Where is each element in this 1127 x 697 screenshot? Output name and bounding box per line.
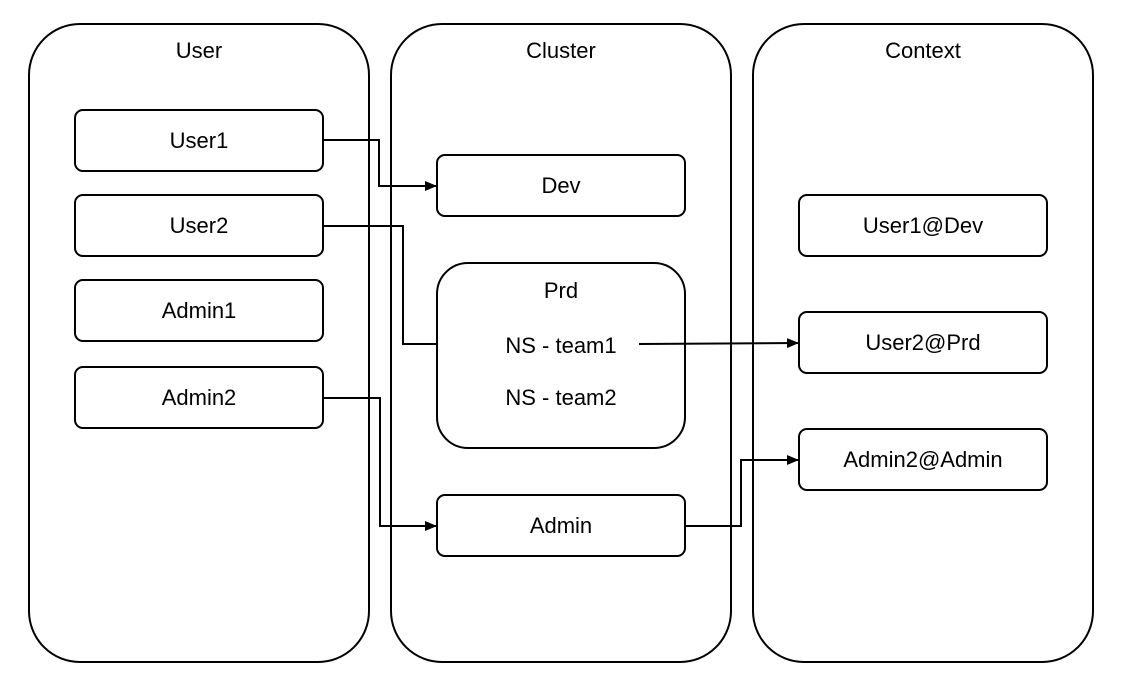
context-node-label: Admin2@Admin [843,446,1003,472]
cluster-node-dev[interactable]: Dev [436,154,686,217]
user-node-label: Admin2 [161,384,237,410]
cluster-node-label: Admin [529,512,593,538]
user-node-admin2[interactable]: Admin2 [74,366,324,429]
context-node-label: User2@Prd [865,329,981,355]
user-node-admin1[interactable]: Admin1 [74,279,324,342]
cluster-node-prd-title: Prd [543,278,579,303]
user-node-label: User2 [169,212,229,238]
cluster-node-label: Dev [541,172,581,198]
user-column-title: User [175,38,223,63]
context-column-title: Context [885,38,961,63]
context-node-user1-dev[interactable]: User1@Dev [798,194,1048,257]
context-node-user2-prd[interactable]: User2@Prd [798,311,1048,374]
namespace-team1[interactable]: NS - team1 [505,333,617,358]
user-node-label: User1 [169,127,229,153]
user-node-user2[interactable]: User2 [74,194,324,257]
namespace-team2[interactable]: NS - team2 [505,385,617,410]
context-node-admin2-admin[interactable]: Admin2@Admin [798,428,1048,491]
user-node-user1[interactable]: User1 [74,109,324,172]
cluster-node-prd[interactable]: Prd NS - team1 NS - team2 [436,262,686,449]
cluster-node-admin[interactable]: Admin [436,494,686,557]
context-node-label: User1@Dev [862,212,984,238]
user-node-label: Admin1 [161,297,237,323]
cluster-column-title: Cluster [526,38,596,63]
